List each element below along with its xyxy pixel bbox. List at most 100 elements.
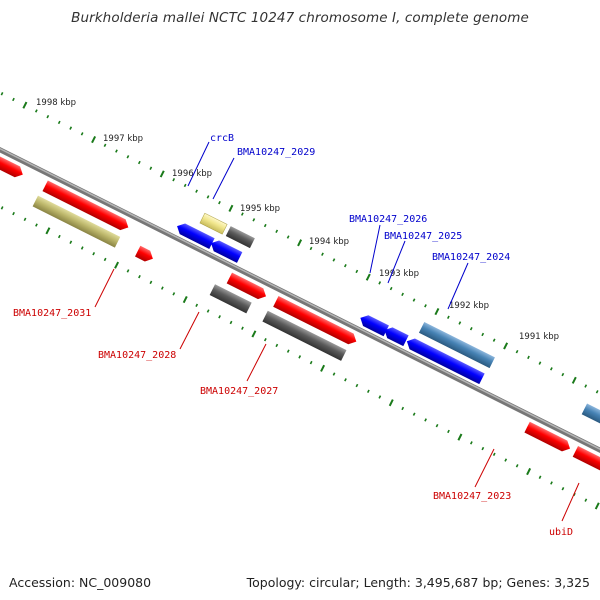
label-BMA10247_2025[interactable]: BMA10247_2025 <box>384 231 462 242</box>
inner-tick-mark <box>251 330 257 338</box>
inner-tick-mark <box>515 464 519 468</box>
outer-tick-mark <box>584 384 588 388</box>
outer-tick-mark <box>252 218 256 222</box>
outer-tick-mark <box>355 269 359 274</box>
outer-tick-mark <box>561 372 565 377</box>
gene-BMA10247_2030-feature[interactable] <box>225 226 255 249</box>
inner-tick-mark <box>388 399 394 407</box>
inner-tick-mark <box>401 406 405 411</box>
outer-tick-mark <box>137 160 141 165</box>
map-title: Burkholderia mallei NCTC 10247 chromosom… <box>71 10 529 26</box>
inner-tick-mark <box>286 349 290 353</box>
label-BMA10247_2024[interactable]: BMA10247_2024 <box>432 252 510 263</box>
leader-BMA10247_2024 <box>447 262 469 310</box>
gene-crcB-feature[interactable] <box>199 212 228 235</box>
leader-BMA10247_2031 <box>94 268 115 308</box>
outer-tick-mark <box>172 178 176 182</box>
tick-label: 1995 kbp <box>240 204 280 214</box>
gene-BMA10247_2024-feature[interactable] <box>404 336 485 385</box>
gene-ubiD-feature[interactable] <box>572 445 600 493</box>
label-BMA10247_2023[interactable]: BMA10247_2023 <box>433 491 511 502</box>
label-BMA10247_2027[interactable]: BMA10247_2027 <box>200 386 278 397</box>
outer-tick-mark <box>571 376 577 384</box>
chromosome-backbone <box>0 109 600 491</box>
gene-ubiD-upper-feature[interactable] <box>524 421 572 454</box>
outer-tick-mark <box>263 223 267 228</box>
inner-tick-mark <box>561 487 565 491</box>
outer-tick-mark <box>46 114 50 119</box>
label-BMA10247_2026[interactable]: BMA10247_2026 <box>349 214 427 225</box>
inner-tick-mark <box>23 217 27 222</box>
outer-tick-mark <box>103 143 107 148</box>
label-BMA10247_2028[interactable]: BMA10247_2028 <box>98 350 176 361</box>
outer-tick-mark <box>595 390 599 394</box>
leader-BMA10247_2025 <box>387 240 406 284</box>
gene-BMA10247_2031-feature[interactable] <box>32 195 121 248</box>
label-BMA10247_2031[interactable]: BMA10247_2031 <box>13 308 91 319</box>
gene-BMA10247_2029-feature[interactable] <box>174 221 215 249</box>
inner-tick-mark <box>138 274 141 279</box>
gene-BMA10247_2024-steel-feature[interactable] <box>418 321 495 369</box>
outer-tick-mark <box>115 149 118 153</box>
outer-tick-ring <box>0 92 599 394</box>
outer-tick-mark <box>309 246 313 251</box>
inner-tick-mark <box>195 303 199 308</box>
outer-tick-mark <box>80 132 84 136</box>
inner-tick-mark <box>12 211 15 216</box>
gene-BMA10247_2027-red-feature[interactable] <box>273 295 359 347</box>
outer-tick-mark <box>240 212 244 216</box>
gene-BMA10247_2025-feature[interactable] <box>382 325 409 347</box>
tick-label: 1993 kbp <box>379 269 419 279</box>
inner-tick-mark <box>229 320 233 325</box>
outer-tick-mark <box>332 258 336 262</box>
inner-tick-mark <box>126 269 130 273</box>
gene-BMA10247_2028-feature[interactable] <box>226 272 269 302</box>
leader-BMA10247_2026 <box>369 224 381 274</box>
inner-tick-mark <box>275 343 279 348</box>
tick-label: 1994 kbp <box>309 237 349 247</box>
leader-BMA10247_2029 <box>212 157 235 200</box>
gene-BMA10247_2026-feature[interactable] <box>358 313 389 337</box>
outer-tick-mark <box>275 229 279 233</box>
gene-left-edge-feature[interactable] <box>0 153 25 180</box>
gene-small-red-feature[interactable] <box>135 245 156 264</box>
leader-ubiD <box>561 482 580 522</box>
gene-BMA10247_2023-feature[interactable] <box>581 403 600 437</box>
outer-tick-mark <box>469 327 473 331</box>
outer-tick-mark <box>206 195 210 199</box>
gene-BMA10247_2027-feature[interactable] <box>262 310 347 361</box>
outer-tick-mark <box>412 298 416 302</box>
outer-tick-mark <box>321 252 324 256</box>
inner-tick-mark <box>469 441 473 445</box>
inner-tick-mark <box>172 292 176 296</box>
outer-tick-mark <box>538 361 542 365</box>
inner-tick-mark <box>594 502 600 510</box>
inner-tick-mark <box>526 467 532 476</box>
inner-tick-mark <box>160 286 164 290</box>
label-crcB[interactable]: crcB <box>210 133 234 144</box>
inner-tick-mark <box>57 234 61 239</box>
outer-tick-mark <box>378 281 382 285</box>
inner-tick-mark <box>206 309 210 313</box>
inner-tick-mark <box>298 355 302 359</box>
gene-BMA10247_2029b-feature[interactable] <box>208 238 243 263</box>
gene-labels: crcB BMA10247_2029 BMA10247_2026 BMA1024… <box>13 133 573 538</box>
inner-tick-mark <box>309 360 313 365</box>
inner-tick-mark <box>538 475 542 479</box>
outer-tick-mark <box>343 263 347 268</box>
inner-tick-mark <box>182 295 188 304</box>
outer-tick-mark <box>286 235 290 239</box>
inner-tick-ring <box>0 206 600 510</box>
label-ubiD[interactable]: ubiD <box>549 527 573 538</box>
outer-tick-mark <box>527 355 530 360</box>
outer-tick-mark <box>159 170 165 178</box>
inner-tick-mark <box>69 240 73 244</box>
inner-tick-mark <box>457 433 463 441</box>
label-BMA10247_2029[interactable]: BMA10247_2029 <box>237 147 315 158</box>
leader-BMA10247_2027 <box>246 343 267 382</box>
inner-tick-mark <box>320 364 326 372</box>
gene-BMA10247_2028-grey-feature[interactable] <box>209 284 252 314</box>
outer-tick-mark <box>91 136 97 144</box>
inner-tick-mark <box>366 389 370 393</box>
gene-BMA10247_2031-red-feature[interactable] <box>42 180 131 232</box>
